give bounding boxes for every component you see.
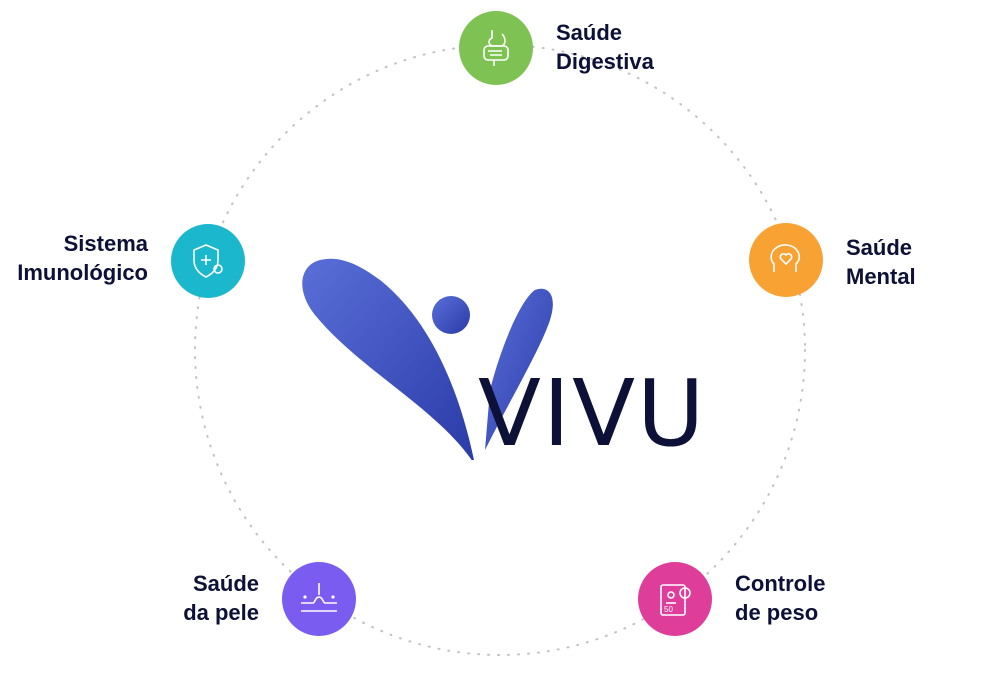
shield-virus-icon [193, 244, 223, 278]
digestive-system-icon [483, 30, 509, 66]
skin-pore-icon [301, 583, 337, 612]
skin-node [282, 562, 356, 636]
mental-node [749, 223, 823, 297]
digestive-node [459, 11, 533, 85]
weight-scale-icon: 50 [660, 584, 691, 616]
immune-node [171, 224, 245, 298]
weight-node: 50 [638, 562, 712, 636]
svg-text:50: 50 [664, 605, 673, 614]
brain-heart-icon [770, 244, 801, 272]
